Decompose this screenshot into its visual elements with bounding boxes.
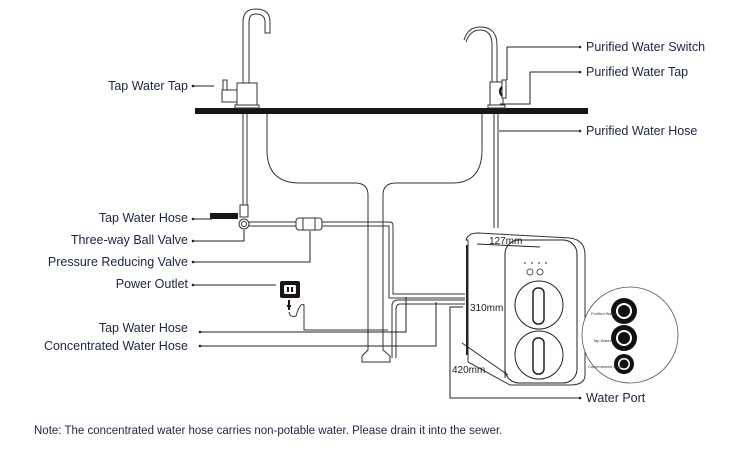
water-port-inset: Purified Water Tap Water Concentrated Wa… — [581, 286, 679, 384]
water-purifier — [461, 232, 586, 386]
label-tap-water-hose-2: Tap Water Hose — [99, 321, 188, 335]
svg-text:Tap Water: Tap Water — [593, 338, 612, 343]
svg-text:Concentrated Water: Concentrated Water — [588, 364, 624, 369]
label-concentrated-water-hose: Concentrated Water Hose — [44, 339, 188, 353]
sink-basin — [266, 114, 483, 363]
label-purified-water-switch: Purified Water Switch — [586, 40, 705, 54]
width-dimension: 127mm — [489, 236, 522, 247]
depth-dimension: 420mm — [452, 365, 485, 376]
svg-text:Purified Water: Purified Water — [591, 311, 617, 316]
label-pressure-reducing-valve: Pressure Reducing Valve — [48, 255, 188, 269]
label-purified-water-tap: Purified Water Tap — [586, 65, 688, 79]
label-water-port: Water Port — [586, 391, 646, 405]
label-purified-water-hose: Purified Water Hose — [586, 124, 697, 138]
label-tap-water-tap: Tap Water Tap — [108, 79, 188, 93]
left-callouts: Tap Water Tap Tap Water Hose Three-way B… — [44, 79, 437, 353]
power-outlet — [280, 281, 388, 331]
height-dimension: 310mm — [470, 303, 503, 314]
drain-note: Note: The concentrated water hose carrie… — [34, 425, 503, 437]
pressure-reducing-valve — [295, 217, 323, 231]
purified-water-faucet — [463, 26, 507, 109]
label-three-way-ball-valve: Three-way Ball Valve — [71, 233, 188, 247]
tap-water-faucet — [221, 8, 271, 109]
label-power-outlet: Power Outlet — [116, 277, 189, 291]
tap-water-hose-inlet — [210, 213, 238, 219]
countertop — [195, 108, 588, 114]
label-tap-water-hose: Tap Water Hose — [99, 211, 188, 225]
three-way-ball-valve — [238, 204, 250, 230]
right-callouts: Purified Water Switch Purified Water Tap… — [449, 40, 705, 405]
